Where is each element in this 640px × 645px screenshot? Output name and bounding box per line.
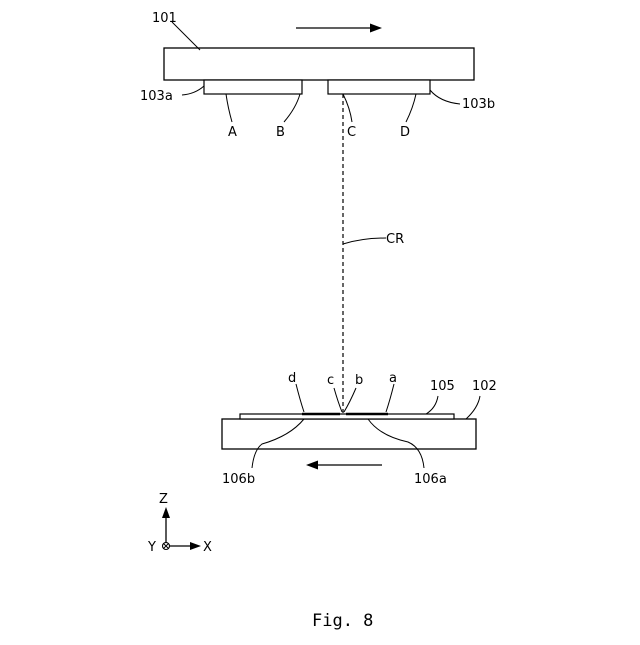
sensor-left-leader bbox=[182, 86, 204, 95]
bottom-plate bbox=[222, 419, 476, 449]
top-plate bbox=[164, 48, 474, 80]
point-D-leader bbox=[406, 94, 416, 122]
figure-caption: Fig. 8 bbox=[312, 611, 373, 631]
y-axis-label: Y bbox=[147, 540, 156, 555]
point-B-label: B bbox=[276, 125, 285, 140]
sensor-right-leader bbox=[430, 90, 460, 104]
bottom-plate-label: 102 bbox=[472, 379, 497, 394]
point-D-label: D bbox=[400, 125, 410, 140]
film-leader bbox=[426, 396, 438, 414]
z-axis-arrow-icon bbox=[162, 507, 170, 518]
z-axis-label: Z bbox=[159, 492, 168, 507]
point-c-leader bbox=[334, 388, 342, 412]
point-B-leader bbox=[284, 94, 300, 122]
sensor-left-label: 103a bbox=[140, 89, 173, 104]
film-label: 105 bbox=[430, 379, 455, 394]
point-a-leader bbox=[386, 384, 394, 412]
top-plate-leader bbox=[172, 22, 200, 50]
beam-label: CR bbox=[386, 232, 404, 247]
point-b-label: b bbox=[355, 373, 363, 388]
sensor-right-label: 103b bbox=[462, 97, 495, 112]
sensor-left bbox=[204, 80, 302, 94]
point-A-leader bbox=[226, 94, 232, 122]
point-c-label: c bbox=[327, 373, 334, 388]
point-a-label: a bbox=[389, 371, 397, 386]
point-C-label: C bbox=[347, 125, 356, 140]
point-b-leader bbox=[344, 388, 356, 412]
sensor-right bbox=[328, 80, 430, 94]
right-arrow-icon bbox=[370, 24, 382, 33]
point-d-label: d bbox=[288, 371, 296, 386]
x-axis-arrow-icon bbox=[190, 542, 201, 550]
region-right-label: 106a bbox=[414, 472, 447, 487]
point-d-leader bbox=[296, 384, 304, 412]
point-A-label: A bbox=[228, 125, 237, 140]
bottom-plate-leader bbox=[466, 396, 480, 419]
beam-leader bbox=[343, 238, 386, 244]
point-C-leader bbox=[343, 94, 352, 122]
region-left-label: 106b bbox=[222, 472, 255, 487]
x-axis-label: X bbox=[203, 540, 212, 555]
top-plate-label: 101 bbox=[152, 11, 177, 26]
left-arrow-icon bbox=[306, 461, 318, 470]
